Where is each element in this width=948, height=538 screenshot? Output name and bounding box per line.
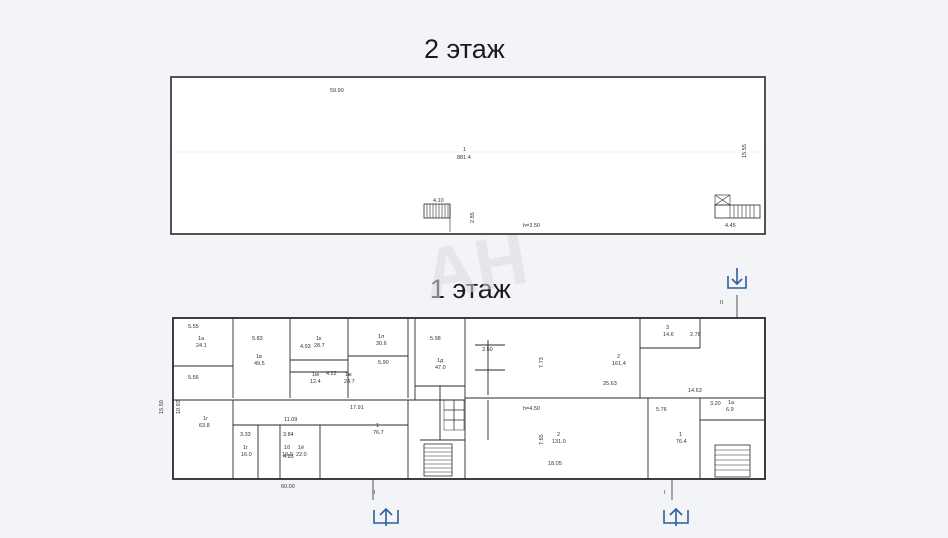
watermark: АН [417, 219, 533, 316]
r15-area: 76.4 [676, 439, 687, 445]
floor-2-outline [170, 76, 766, 235]
download-tray-icon[interactable] [727, 268, 747, 289]
r12-dim: 4.83 [283, 454, 294, 460]
r2-num: 1в [256, 354, 262, 360]
r5-area: 24.7 [344, 379, 355, 385]
r11-area: 19.0 [282, 452, 293, 458]
r5-num: 1ж [345, 372, 352, 378]
r6-num: 1м [312, 372, 319, 378]
f1-total-length: 60.00 [281, 484, 295, 490]
r7-num: 1д [437, 358, 444, 364]
r10-num: 1г [243, 445, 248, 451]
r11-num: 1б [284, 445, 290, 451]
r14-num: 2 [557, 432, 560, 438]
r16-num: 3 [666, 325, 669, 331]
r3-num: 1к [316, 336, 322, 342]
f1-total-width: 15.50 [159, 400, 165, 414]
r16-dim: 2.78 [690, 332, 701, 338]
r8-area: 63.8 [199, 423, 210, 429]
r13-area: 161.4 [612, 361, 626, 367]
r6-area: 12.4 [310, 379, 321, 385]
r11-dim: 3.84 [283, 432, 294, 438]
r9-dim: 11.09 [284, 417, 297, 423]
r3-dim: 4.93 [300, 344, 311, 350]
f2-right-stair-dim: 4.45 [725, 223, 736, 229]
stair-left-steps [426, 204, 449, 218]
r9-area: 76.7 [373, 430, 384, 436]
r15-dim: 5.76 [656, 407, 667, 413]
upload-tray-icon[interactable] [373, 507, 399, 526]
r13-dim: 7.73 [539, 357, 545, 368]
r2-dim: 5.83 [252, 336, 263, 342]
r13-num: 2 [617, 354, 620, 360]
floor-2-plan [170, 76, 766, 235]
r12-num: 1ё [298, 445, 304, 451]
f2-length-dim: 59.90 [330, 88, 344, 94]
span-dim: 14.63 [688, 388, 702, 394]
r2-area: 49.5 [254, 361, 265, 367]
r15-num: 1 [679, 432, 682, 438]
r14-area: 131.0 [552, 439, 566, 445]
floor-1-title: 1 этаж [430, 274, 511, 304]
r3-area: 28.7 [314, 343, 325, 349]
f2-room-area: 881.4 [457, 155, 471, 161]
r17-area: 6.9 [726, 407, 734, 413]
r8-num: 1r [203, 416, 208, 422]
r10-area: 16.0 [241, 452, 252, 458]
r8-dim: 5.56 [188, 375, 199, 381]
f2-stair-d: 2.85 [470, 212, 476, 223]
f1-inner-width: 10.92 [176, 400, 182, 414]
section-mark-ii-top: II [720, 300, 724, 306]
hall-len-dim: 25.63 [603, 381, 617, 387]
r16-area: 14.6 [663, 332, 674, 338]
hall2-len-dim: 18.05 [548, 461, 562, 467]
r7-area: 47.0 [435, 365, 446, 371]
r4-dim: 5.90 [378, 360, 389, 366]
r5-dim: 4.22 [326, 371, 337, 377]
f2-width-dim: 15.55 [742, 144, 748, 158]
f2-height: h=3.50 [523, 223, 540, 229]
f1-height: h=4.50 [523, 406, 540, 412]
r10-dim: 3.33 [240, 432, 251, 438]
stair-right [714, 204, 761, 219]
section-mark-ii-bottom: II [372, 490, 376, 496]
r17-dim: 3.20 [710, 401, 721, 407]
r9-num: 1 [376, 423, 379, 429]
r14-dim: 7.65 [539, 434, 545, 445]
r6-dim: 3.50 [482, 347, 493, 353]
floor-1-plan [172, 295, 766, 500]
r1-num: 1a [198, 336, 205, 342]
floor-1-outline [172, 317, 766, 480]
f1-stair-right [714, 444, 751, 478]
r4-num: 1л [378, 334, 384, 340]
r1-dim: 5.55 [188, 324, 199, 330]
section-mark-i-bottom: I [664, 490, 666, 496]
r12-area: 22.0 [296, 452, 307, 458]
corridor-dim: 17.91 [350, 405, 364, 411]
r7-dim: 5.98 [430, 336, 441, 342]
floor-2-title: 2 этаж [424, 34, 505, 64]
r4-area: 30.6 [376, 341, 387, 347]
upload-tray-icon[interactable] [663, 507, 689, 526]
f2-room-num: 1 [463, 147, 466, 153]
f2-stair-w: 4.10 [433, 198, 444, 204]
r1-area: 24.1 [196, 343, 207, 349]
r17-num: 1а [728, 400, 735, 406]
